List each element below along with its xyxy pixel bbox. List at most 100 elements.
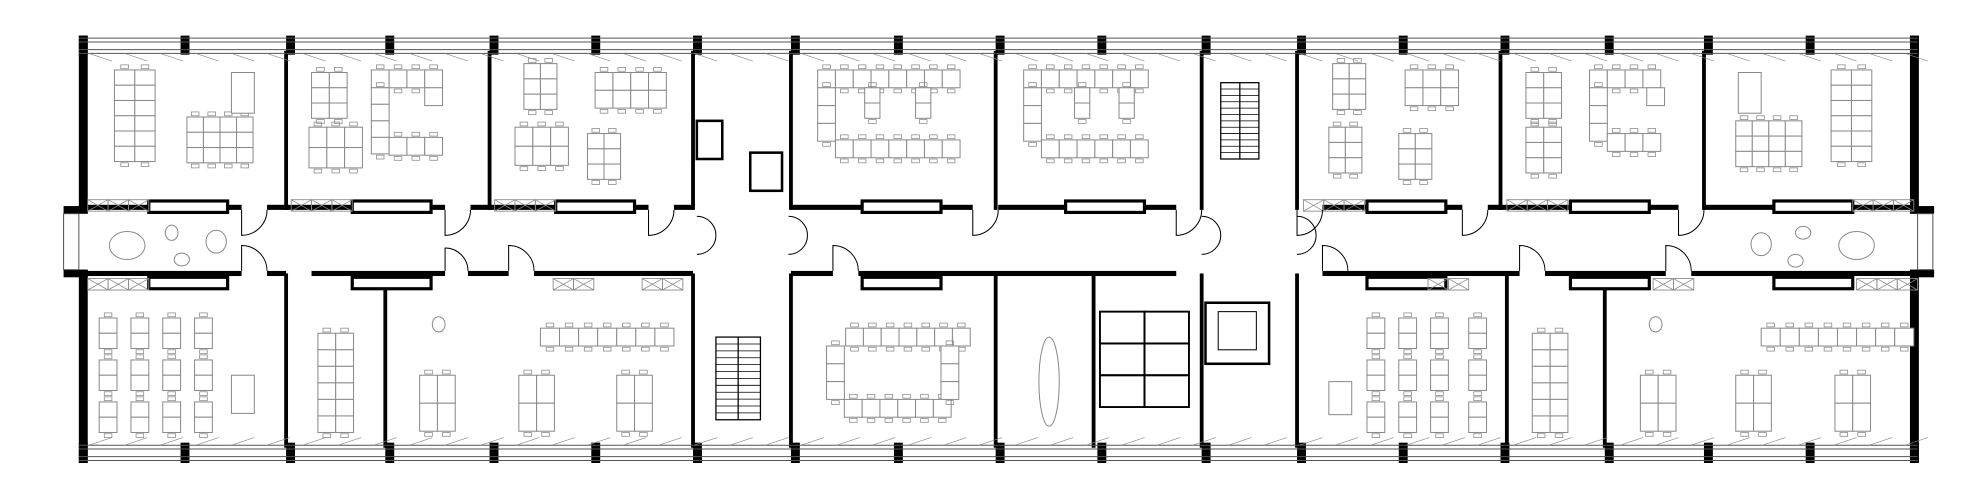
table: [98, 332, 118, 350]
chair: [1419, 180, 1428, 185]
table: [130, 416, 150, 433]
table: [1850, 99, 1873, 117]
chair: [1473, 396, 1482, 402]
window-sash: [338, 437, 362, 446]
table: [1525, 157, 1545, 174]
chair: [1536, 327, 1546, 333]
table: [130, 359, 150, 376]
shaft: [1772, 275, 1855, 291]
chair: [135, 354, 145, 360]
window-sash: [1441, 437, 1465, 446]
lounge-bench: [1038, 336, 1060, 427]
column: [180, 35, 190, 55]
exterior-wall: [78, 35, 88, 214]
table: [230, 374, 255, 414]
door-swing: [241, 244, 268, 271]
window-sash: [1797, 437, 1822, 446]
window-sash: [587, 53, 611, 62]
storage-box-cross: [1872, 199, 1894, 212]
window-sash: [373, 53, 397, 62]
storage-box-cross: [1852, 199, 1874, 212]
table: [906, 69, 925, 89]
table: [586, 133, 605, 150]
chair: [617, 67, 627, 72]
table: [594, 89, 614, 109]
table: [1830, 99, 1852, 117]
window-sash: [160, 437, 184, 446]
table: [951, 327, 971, 347]
chair: [1081, 64, 1091, 70]
table: [202, 147, 221, 164]
chair: [1842, 346, 1852, 352]
table: [1332, 93, 1350, 110]
chair: [1046, 158, 1055, 164]
window-sash: [979, 437, 1003, 446]
chair: [1046, 64, 1055, 70]
storage-box-cross: [1856, 278, 1878, 291]
table: [915, 87, 932, 104]
chair: [1409, 106, 1419, 112]
window-sash: [943, 437, 967, 446]
chair: [660, 346, 669, 352]
table: [1836, 327, 1858, 347]
chair: [1402, 180, 1412, 185]
table: [1094, 139, 1114, 159]
table: [532, 145, 552, 166]
door-swing: [1519, 244, 1546, 271]
chair: [866, 393, 876, 399]
chair: [911, 64, 920, 70]
table: [880, 327, 900, 347]
chair: [1403, 396, 1412, 402]
door-swing: [972, 209, 999, 236]
elevator-shaft: [748, 151, 784, 193]
column: [1201, 442, 1211, 464]
table: [594, 71, 614, 91]
column: [286, 35, 296, 55]
table: [1430, 374, 1449, 392]
table: [1531, 382, 1551, 400]
chair: [1789, 167, 1798, 173]
chair: [1756, 167, 1765, 173]
table: [1543, 71, 1563, 89]
table: [134, 145, 156, 163]
table: [1023, 69, 1042, 89]
window-sash: [480, 437, 504, 446]
table: [1398, 163, 1416, 180]
partition-wall: [1091, 273, 1096, 448]
chair: [167, 349, 176, 354]
end-window: [1917, 213, 1934, 271]
chair: [945, 400, 955, 405]
chair: [946, 158, 956, 164]
chair: [1063, 158, 1073, 164]
chair: [884, 418, 894, 423]
table: [335, 398, 355, 417]
column: [591, 35, 601, 55]
chair: [831, 340, 840, 346]
table: [1606, 133, 1626, 152]
table: [1422, 69, 1442, 89]
table: [630, 89, 650, 109]
column: [790, 442, 800, 464]
table: [630, 71, 650, 91]
chair: [224, 163, 233, 169]
table: [1525, 102, 1545, 119]
chair: [1647, 64, 1657, 70]
column: [1500, 442, 1510, 464]
wall: [1909, 269, 1935, 278]
chair: [822, 64, 831, 70]
table: [1531, 365, 1551, 384]
table: [1414, 148, 1433, 165]
column: [1703, 35, 1713, 55]
table: [230, 71, 255, 114]
chair: [875, 64, 885, 70]
storage-box-cross: [573, 278, 595, 291]
corridor-wall: [78, 270, 242, 277]
chair: [393, 131, 403, 137]
window-sash: [195, 53, 219, 62]
chair: [621, 369, 630, 375]
table: [424, 69, 444, 89]
chair: [840, 158, 849, 164]
storage-box: [1343, 199, 1365, 212]
chair: [135, 312, 145, 318]
door-swing: [1175, 209, 1203, 236]
